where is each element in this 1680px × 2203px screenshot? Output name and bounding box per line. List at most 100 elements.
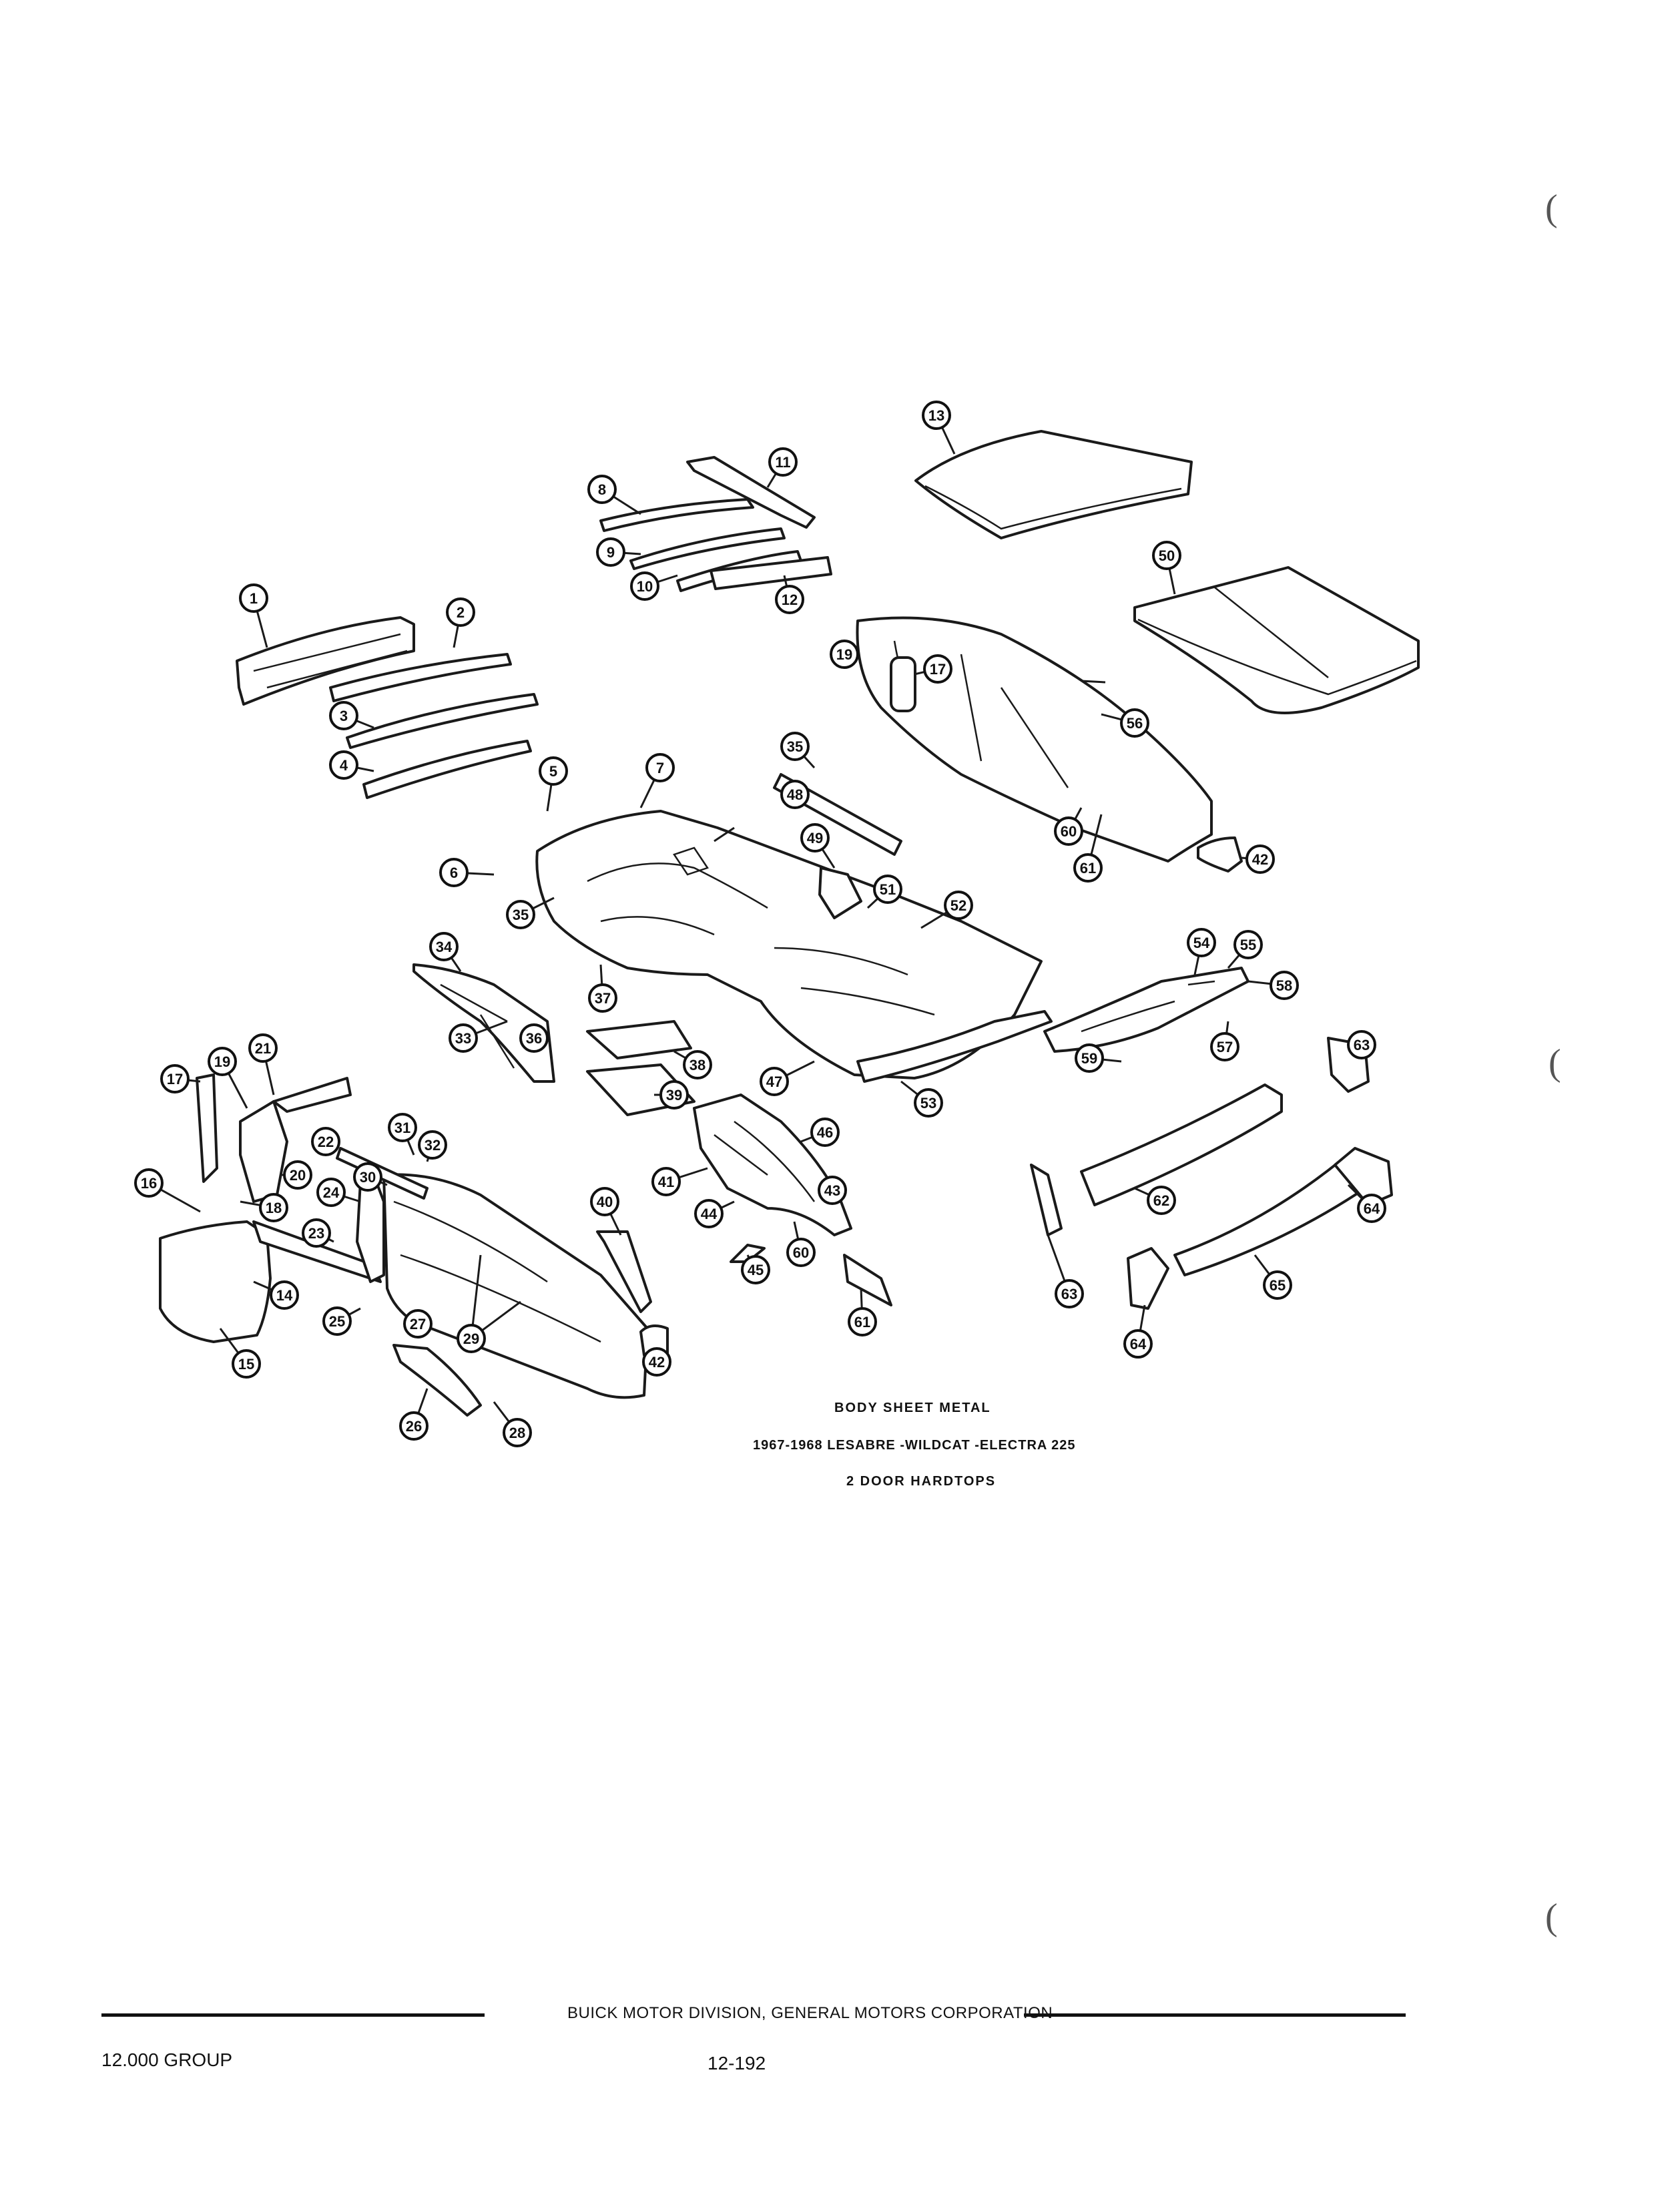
callout-circle — [775, 585, 804, 614]
callout-37: 37 — [588, 983, 617, 1013]
callout-46: 46 — [810, 1118, 840, 1147]
roof-rails-parts — [599, 456, 832, 592]
callout-38: 38 — [683, 1050, 712, 1079]
callout-circle — [830, 640, 859, 669]
callout-circle — [418, 1130, 447, 1160]
footer-rule-left — [101, 2013, 485, 2017]
callout-circle — [449, 1023, 478, 1053]
callout-circle — [1075, 1043, 1104, 1073]
footer-company: BUICK MOTOR DIVISION, GENERAL MOTORS COR… — [567, 2004, 1053, 2022]
callout-number: 4 — [340, 757, 348, 774]
callout-number: 61 — [854, 1314, 870, 1330]
callout-10: 10 — [630, 571, 659, 601]
callout-number: 20 — [290, 1167, 306, 1184]
callout-circle — [1054, 816, 1083, 846]
callout-circle — [642, 1347, 671, 1377]
body-side-quarter-part — [856, 616, 1213, 863]
callout-circle — [208, 1047, 237, 1076]
diagram-title: BODY SHEET METAL — [834, 1401, 991, 1415]
callout-circle — [760, 1067, 789, 1096]
callout-number: 65 — [1270, 1277, 1286, 1294]
callout-circle — [1187, 928, 1216, 957]
callout-39: 39 — [659, 1080, 689, 1110]
callout-circle — [768, 447, 798, 477]
callout-number: 53 — [920, 1095, 936, 1112]
callout-17: 17 — [923, 654, 952, 684]
callout-circle — [587, 475, 617, 504]
callout-number: 38 — [689, 1057, 706, 1073]
callout-circle — [239, 583, 268, 613]
rear-rails-part — [1030, 1037, 1393, 1310]
callout-circle — [922, 401, 951, 430]
callout-50: 50 — [1152, 541, 1181, 570]
callout-42: 42 — [642, 1347, 671, 1377]
callout-30: 30 — [353, 1162, 382, 1192]
callout-11: 11 — [768, 447, 798, 477]
callout-number: 63 — [1354, 1037, 1370, 1053]
callout-40: 40 — [590, 1187, 619, 1216]
roof-panel-part — [914, 430, 1193, 539]
callout-20: 20 — [283, 1160, 312, 1190]
callout-circle — [810, 1118, 840, 1147]
callout-circle — [439, 858, 469, 887]
callout-circle — [160, 1064, 190, 1093]
callout-number: 8 — [598, 481, 606, 498]
callout-60: 60 — [786, 1238, 816, 1267]
callout-number: 60 — [1061, 823, 1077, 840]
callout-number: 5 — [549, 763, 557, 780]
callout-circle — [519, 1023, 549, 1053]
callout-number: 44 — [701, 1206, 718, 1222]
callout-number: 42 — [649, 1354, 665, 1371]
callout-number: 33 — [455, 1030, 471, 1047]
callout-circle — [1120, 708, 1149, 738]
callout-number: 21 — [255, 1040, 271, 1057]
callout-number: 7 — [656, 760, 664, 776]
callout-circle — [1152, 541, 1181, 570]
callout-number: 50 — [1159, 547, 1175, 564]
callout-number: 10 — [637, 578, 653, 595]
callout-number: 9 — [607, 544, 615, 561]
callout-48: 48 — [780, 780, 810, 809]
callout-4: 4 — [329, 750, 358, 780]
callout-circle — [1073, 853, 1103, 883]
callout-circle — [329, 750, 358, 780]
callout-28: 28 — [503, 1418, 532, 1447]
callout-41: 41 — [651, 1167, 681, 1196]
callout-43: 43 — [818, 1176, 847, 1205]
callout-number: 52 — [950, 897, 966, 914]
callout-circle — [1055, 1279, 1084, 1308]
callout-number: 15 — [238, 1356, 254, 1373]
floor-pan-part — [535, 810, 1043, 1079]
callout-circle — [311, 1127, 340, 1156]
callout-circle — [786, 1238, 816, 1267]
callout-number: 29 — [463, 1330, 479, 1347]
callout-15: 15 — [232, 1349, 261, 1379]
callout-number: 34 — [436, 939, 453, 955]
callout-number: 31 — [394, 1120, 410, 1136]
front-pillar-parts — [412, 963, 555, 1083]
callout-2: 2 — [446, 597, 475, 627]
callout-55: 55 — [1233, 930, 1263, 959]
callout-circle — [1123, 1329, 1153, 1359]
callout-number: 13 — [928, 407, 944, 424]
callout-18: 18 — [259, 1193, 288, 1222]
callout-number: 47 — [766, 1073, 782, 1090]
callout-number: 2 — [457, 604, 465, 621]
callout-number: 64 — [1130, 1336, 1147, 1353]
callout-8: 8 — [587, 475, 617, 504]
callout-number: 18 — [266, 1200, 282, 1216]
callout-number: 61 — [1080, 860, 1096, 877]
callout-26: 26 — [399, 1411, 429, 1441]
callout-number: 16 — [141, 1175, 157, 1192]
callout-circle — [403, 1309, 433, 1338]
callout-21: 21 — [248, 1033, 278, 1063]
callout-number: 22 — [318, 1134, 334, 1150]
callout-number: 42 — [1252, 851, 1268, 868]
diagram-models: 1967-1968 LESABRE -WILDCAT -ELECTRA 225 — [753, 1438, 1076, 1453]
callout-number: 60 — [793, 1244, 809, 1261]
callout-12: 12 — [775, 585, 804, 614]
callout-circle — [741, 1255, 770, 1284]
callout-number: 27 — [410, 1316, 426, 1332]
callout-13: 13 — [922, 401, 951, 430]
callout-circle — [683, 1050, 712, 1079]
